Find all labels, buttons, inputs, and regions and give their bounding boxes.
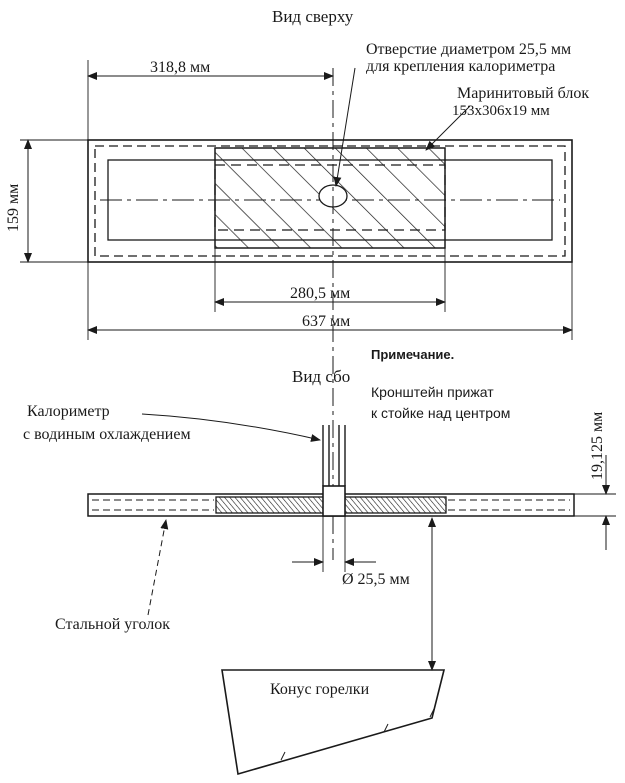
note-line1: Кронштейн прижат [371, 384, 494, 400]
dim-half-length-label: 318,8 мм [150, 59, 211, 76]
block-label-line1: Маринитовый блок [457, 85, 590, 102]
dim-total-length-label: 637 мм [302, 313, 351, 330]
note-backdrop [356, 342, 568, 436]
hole-label-line1: Отверстие диаметром 25,5 мм [366, 41, 572, 58]
note-title: Примечание. [371, 347, 455, 362]
dim-hole-label: Ø 25,5 мм [342, 571, 410, 588]
side-view [87, 413, 616, 776]
steel-angle-leader [147, 519, 169, 616]
steel-plate-outline [87, 139, 573, 263]
calorimeter-body [322, 485, 346, 517]
burner-cone [221, 669, 446, 776]
dim-total-length [87, 262, 573, 340]
calorimeter-label-line2: с водиным охлаждением [23, 426, 191, 443]
dim-block-length-label: 280,5 мм [290, 285, 351, 302]
dim-block-length [214, 248, 446, 312]
side-view-title: Вид сбо [292, 367, 351, 386]
top-view-title: Вид сверху [272, 7, 354, 26]
hole-label-line2: для крепления калориметра [366, 58, 556, 75]
burner-cone-label: Конус горелки [270, 681, 370, 698]
block-label-line2: 153х306х19 мм [452, 103, 550, 119]
calorimeter-leader [141, 413, 321, 442]
block-leader [425, 105, 471, 151]
dim-offset-label: 19,125 мм [589, 411, 606, 480]
top-view-plan [87, 68, 573, 560]
dim-height [20, 139, 88, 263]
note-line2: к стойке над центром [371, 405, 511, 421]
calorimeter-label-line1: Калориметр [27, 403, 110, 420]
dim-half-length [87, 60, 334, 140]
steel-angle-label: Стальной уголок [55, 616, 171, 633]
hole-leader [333, 67, 356, 187]
block-dashed-outline [214, 164, 446, 231]
plate-dashed-outline [94, 145, 566, 257]
dim-height-label: 159 мм [5, 183, 22, 232]
